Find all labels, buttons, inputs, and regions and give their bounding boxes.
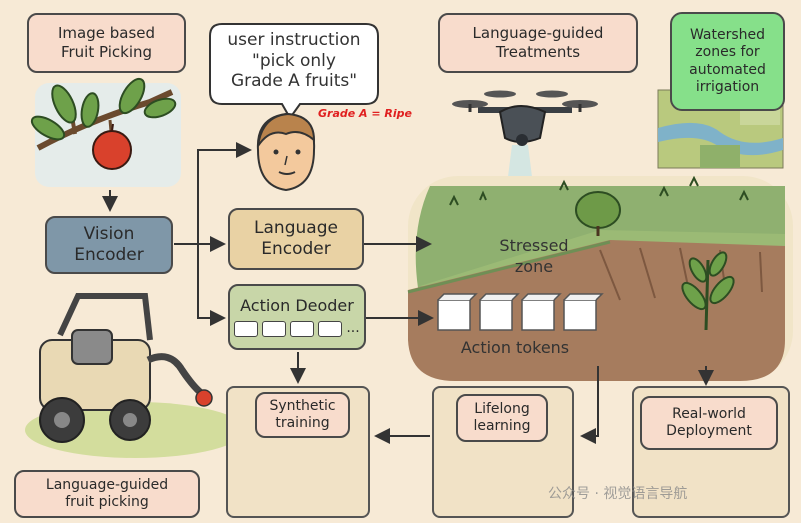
speech-bubble [209,23,379,120]
language-encoder-box: Language Encoder [228,208,364,270]
fruit-picking-label: Image based Fruit Picking [27,13,186,73]
watermark: 公众号 · 视觉语言导航 [548,486,688,502]
real-world-deployment-label: Real-world Deployment [640,396,778,450]
token-slot [262,321,287,337]
lifelong-learning-label: Lifelong learning [456,394,548,442]
token-slot [234,321,259,337]
vision-encoder-box: Vision Encoder [45,216,173,274]
action-decoder-tokens: ... [234,320,360,338]
user-face-icon [256,112,316,192]
grade-note: Grade A = Ripe [318,107,413,120]
action-tokens-label: Action tokens [460,338,570,357]
action-decoder-box: Action Deoder ... [228,284,366,350]
stressed-zone-label: Stressed zone [499,236,569,276]
apple-branch-image [30,77,181,187]
arrows [102,142,714,444]
action-decoder-title: Action Deoder [240,296,354,316]
watershed-label: Watershed zones for automated irrigation [670,12,785,111]
action-token-cubes [437,293,604,331]
treatments-label: Language-guided Treatments [438,13,638,73]
field-scene [407,175,793,381]
token-slot [290,321,315,337]
token-slot [318,321,343,337]
ellipsis: ... [346,320,360,337]
language-guided-fruit-picking-label: Language-guided fruit picking [14,470,200,518]
synthetic-training-label: Synthetic training [255,392,350,438]
speech-bubble-text: user instruction "pick only Grade A frui… [227,30,361,92]
robot-tractor-icon [25,293,245,458]
